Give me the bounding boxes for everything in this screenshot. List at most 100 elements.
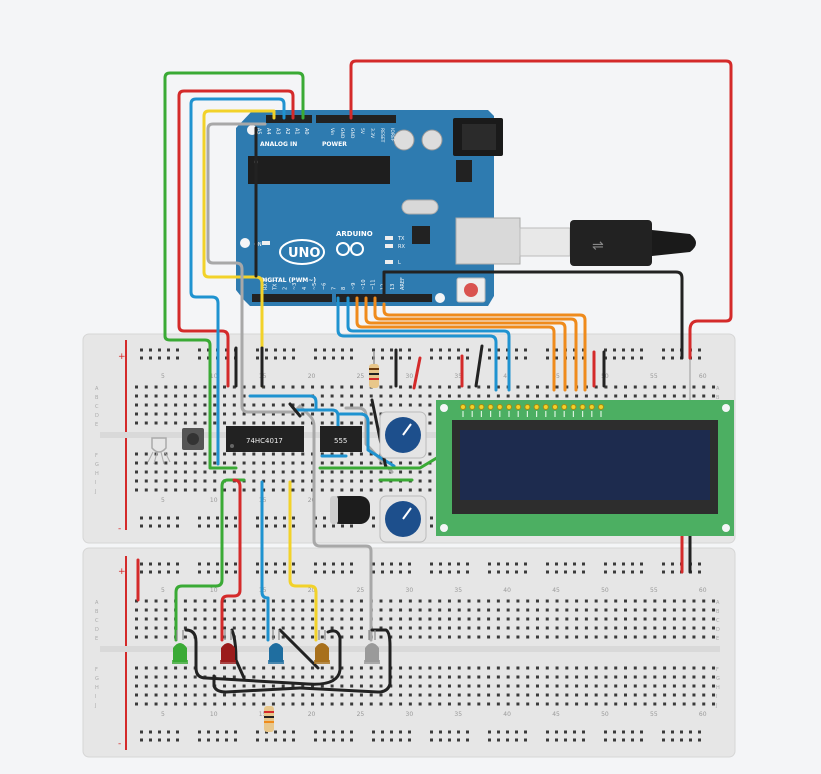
breadboard-hole [164,421,168,425]
wire-green-long[interactable] [318,454,442,470]
rail-hole [198,356,201,360]
wire-red-a1[interactable] [177,89,295,388]
breadboard-hole [535,693,539,697]
led-yellow[interactable] [314,630,330,664]
rail-hole [198,524,201,528]
chip-555[interactable] [320,426,362,452]
wire-black-jumper[interactable] [474,344,484,388]
lcd-pin [515,404,522,410]
breadboard-hole [281,675,285,679]
rail-hole [497,348,500,352]
breadboard-hole [487,684,491,688]
rail-hole [149,570,152,574]
rail-hole [631,356,634,360]
wire-red-5v[interactable] [349,59,733,360]
breadboard-hole [418,461,422,465]
breadboard-hole [164,394,168,398]
breadboard-hole [584,617,588,621]
wire-blue-led[interactable] [260,480,270,642]
breadboard-hole [359,452,363,456]
breadboard-hole [271,684,275,688]
wire-green-led[interactable] [174,478,246,642]
led-green[interactable] [172,630,188,664]
wire-orange-lcd-d6[interactable] [373,296,578,392]
rgb-led-body [151,437,167,453]
wire-black-gnd[interactable] [382,270,684,360]
breadboard-hole [672,394,676,398]
wire-blue-lcd-1[interactable] [336,296,498,392]
rail-hole [140,730,143,734]
rail-hole [515,570,518,574]
breadboard-hole [428,479,432,483]
wire-green-a0[interactable] [163,71,305,470]
breadboard-hole [164,626,168,630]
lcd-pin-label [462,411,464,417]
led-red[interactable] [220,630,236,664]
resistor-top[interactable] [369,364,379,388]
breadboard-hole [418,666,422,670]
rail-hole [381,562,384,566]
breadboard-hole [369,452,373,456]
breadboard-hole [526,635,530,639]
wire-black-short[interactable] [288,402,302,418]
breadboard-hole [154,693,158,697]
breadboard-hole [545,599,549,603]
breadboard-hole [643,635,647,639]
column-label: 10 [210,497,218,504]
reset-button-cap[interactable] [464,283,478,297]
wire-yellow-a3[interactable] [202,109,276,388]
rail-hole [430,516,433,520]
led-rim [364,660,380,664]
breadboard-hole [584,675,588,679]
wire-orange-lcd-d5[interactable] [364,296,567,392]
breadboard-hole [535,666,539,670]
wire-black-led-return[interactable] [212,674,302,694]
breadboard-hole [653,608,657,612]
breadboard-hole [447,666,451,670]
wire-blue-counter[interactable] [248,394,318,412]
rail-hole [622,570,625,574]
wire-blue-a2[interactable] [189,97,286,466]
column-label: 15 [259,711,267,718]
wire-yellow-led[interactable] [288,480,318,642]
wire-red-jumper[interactable] [412,356,422,390]
wire-black-led-return[interactable] [298,628,392,694]
wire-black-led-return[interactable] [278,628,320,670]
led-white[interactable] [364,630,380,664]
breadboard-hole [496,666,500,670]
chip-74hc4017[interactable] [226,426,304,452]
wire-orange-lcd-d7[interactable] [382,302,587,392]
breadboard-hole [359,635,363,639]
push-button-cap[interactable] [187,433,199,445]
capacitor-electrolytic[interactable] [330,496,370,524]
breadboard-hole [467,693,471,697]
breadboard-hole [399,470,403,474]
breadboard-hole [183,452,187,456]
wire-blue-555[interactable] [338,412,396,468]
lcd-pin-label [526,411,528,417]
rail-hole [256,738,259,742]
wire-orange-lcd-d4[interactable] [355,296,556,392]
wire-blue-counter[interactable] [294,408,340,428]
rail-hole [207,516,210,520]
resistor-bottom[interactable] [264,706,274,732]
rgb-led[interactable] [147,437,171,465]
breadboard-hole [242,626,246,630]
wire-black-led-return[interactable] [184,628,342,686]
breadboard-hole [692,702,696,706]
wire-gray-a4[interactable] [206,122,373,642]
wire-blue-lcd-2[interactable] [346,296,511,392]
rail-hole [149,348,152,352]
wire-red-led[interactable] [220,478,242,642]
tx-led-label: TX [397,236,405,242]
arduino-uno-board[interactable]: ANALOG IN POWER DIGITAL (PWM~) UNO ARDUI… [236,110,696,306]
led-blue[interactable] [268,630,284,664]
breadboard-hole [526,385,530,389]
breadboard-hole [144,675,148,679]
breadboard-hole [428,394,432,398]
breadboard-hole [281,702,285,706]
led-body [173,643,187,662]
breadboard-hole [418,635,422,639]
breadboard-hole [340,675,344,679]
wire-black-led-return[interactable] [230,628,246,680]
